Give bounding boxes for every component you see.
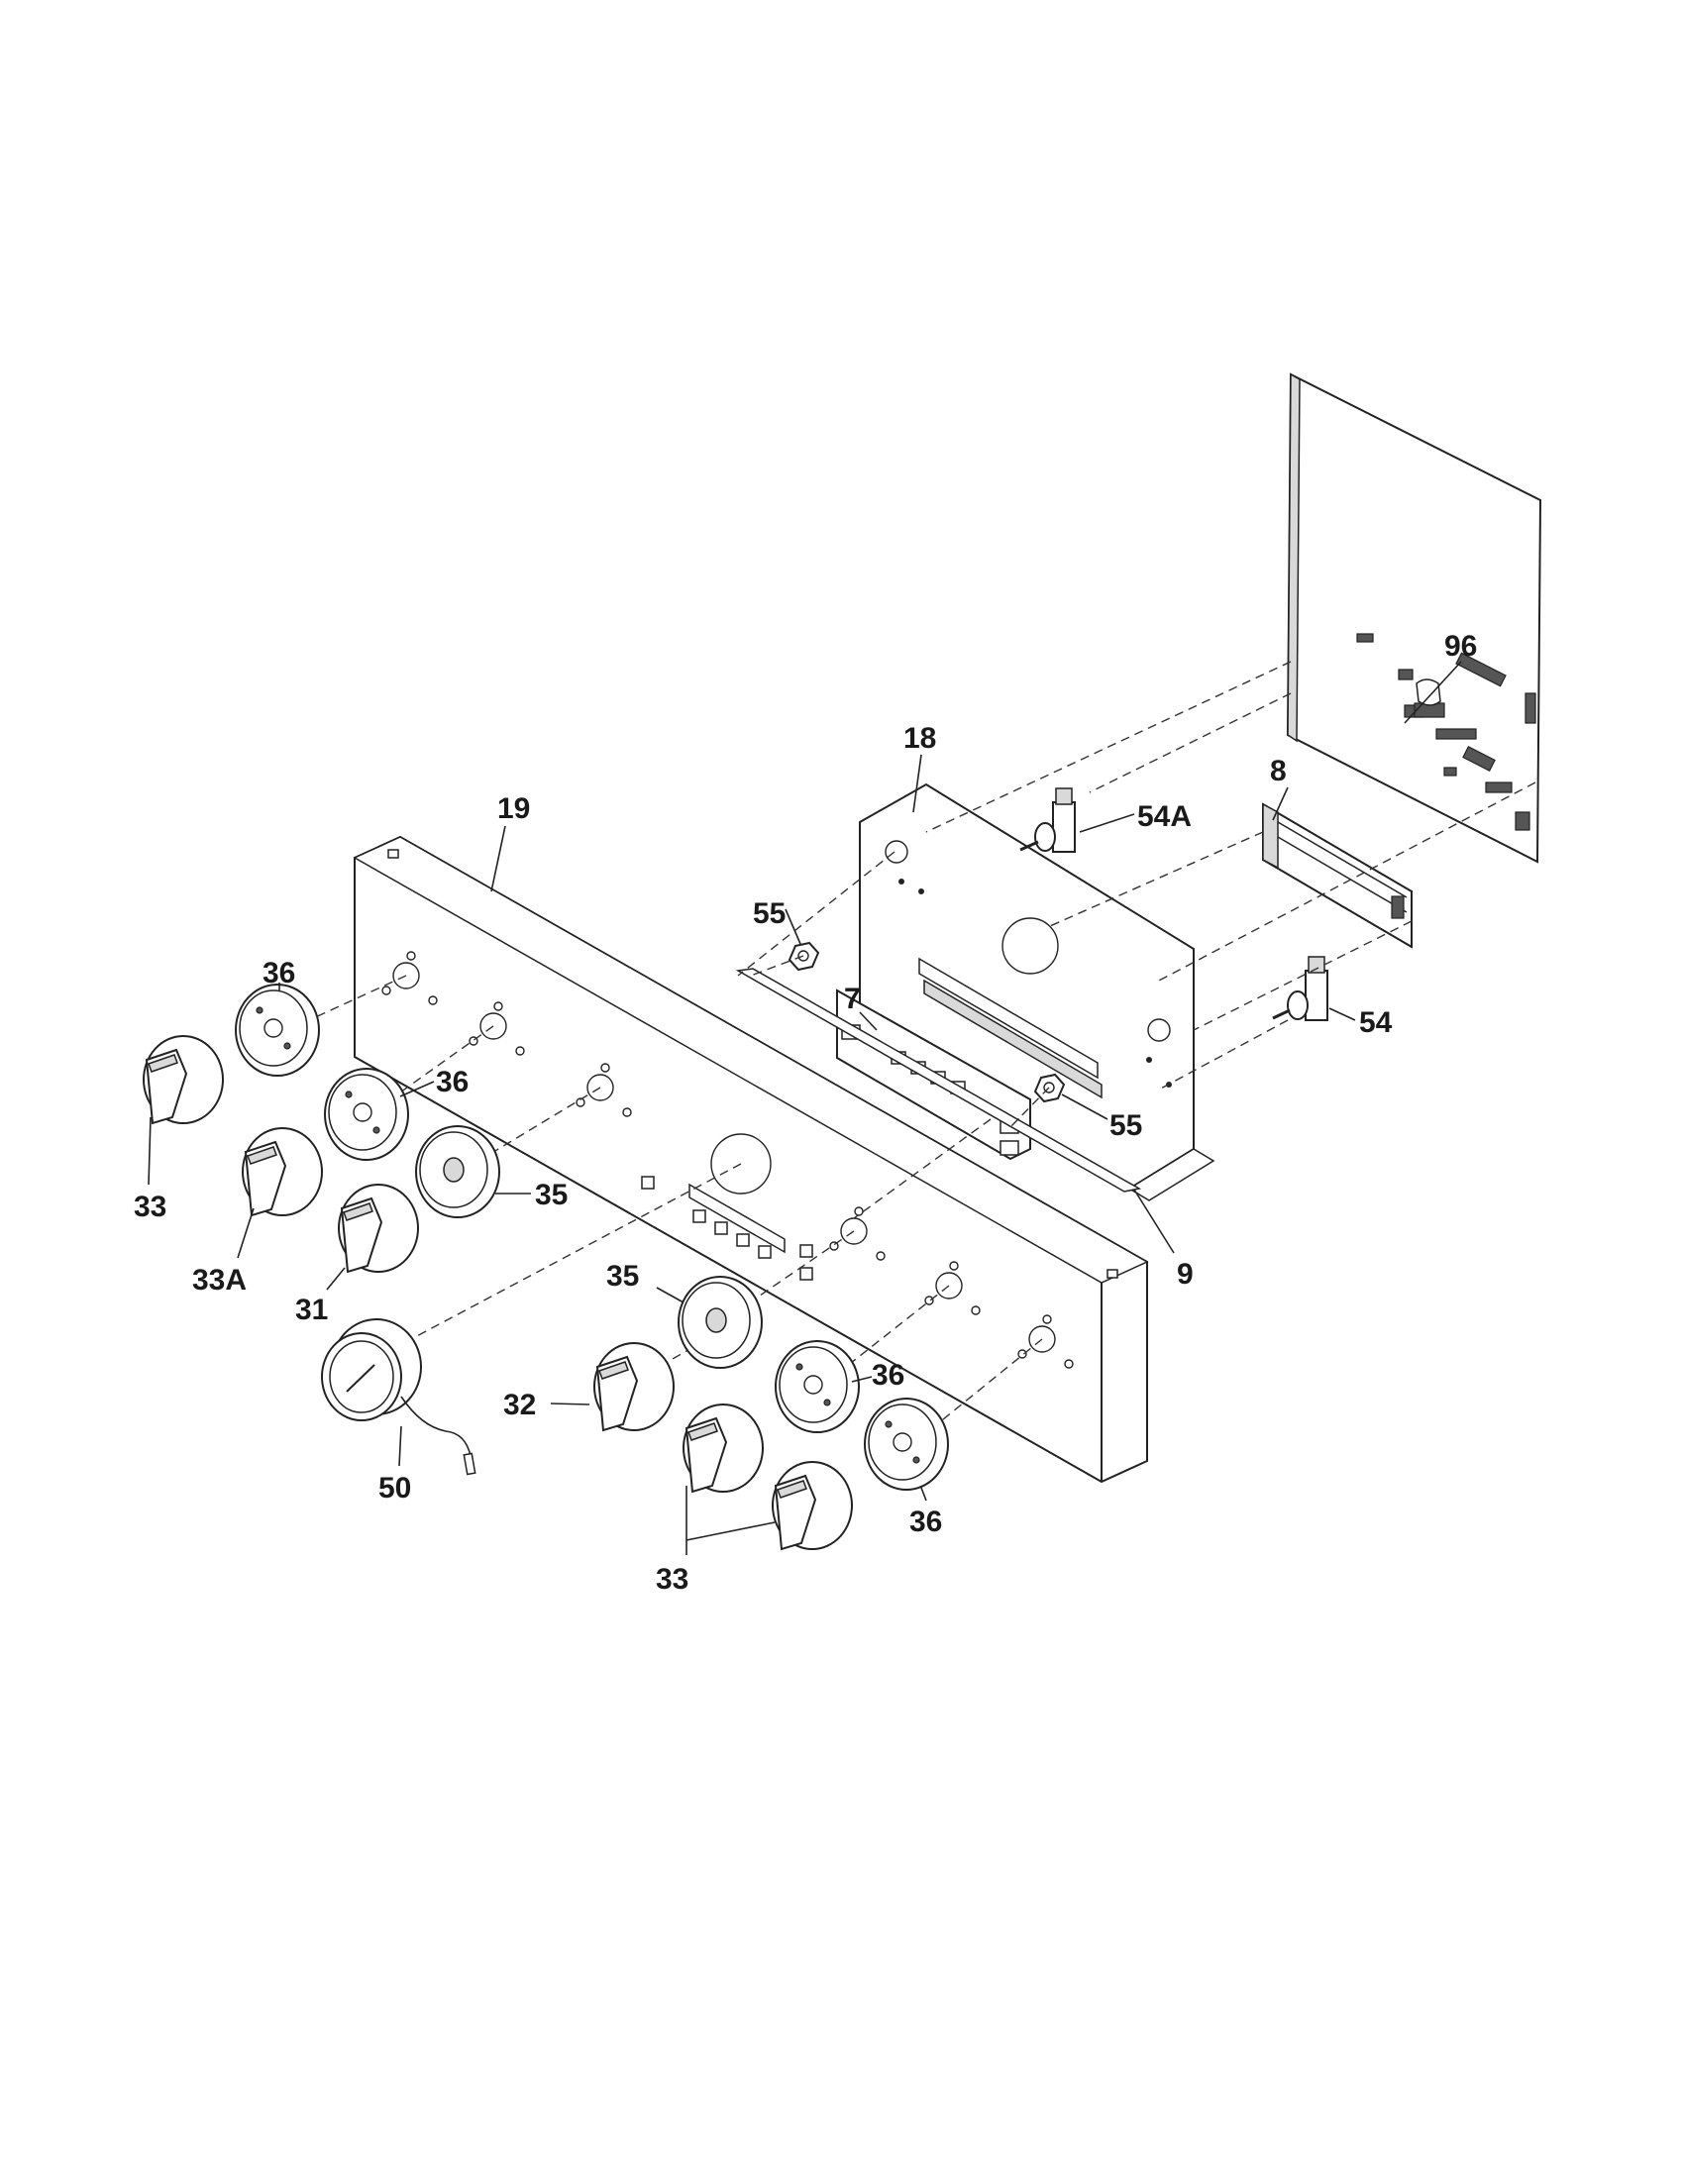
knob-32	[593, 1342, 675, 1432]
callout-35-a: 35	[535, 1179, 568, 1211]
nut-55-lower	[1033, 1073, 1066, 1103]
callout-33-a: 33	[134, 1191, 166, 1223]
knob-33-b	[683, 1404, 764, 1494]
callout-55-lower: 55	[1109, 1109, 1142, 1142]
callout-55-upper: 55	[753, 897, 786, 930]
nut-55-upper	[788, 941, 820, 972]
callout-18: 18	[903, 722, 936, 755]
knob-33-c	[772, 1461, 853, 1551]
knob-33A	[242, 1127, 323, 1217]
callout-7: 7	[844, 983, 861, 1015]
leader-lines	[148, 661, 1462, 1555]
callout-19: 19	[497, 792, 530, 825]
overlay-strip-9	[735, 968, 1142, 1193]
callout-36-b: 36	[436, 1066, 469, 1098]
callout-8: 8	[1270, 755, 1287, 787]
callout-labels: 96 18 8 54A 19 55 7 54 36 36 55 33 35 33…	[134, 630, 1477, 1596]
display-board-8	[1262, 802, 1413, 949]
switch-54A	[1019, 787, 1076, 853]
callout-32: 32	[503, 1389, 536, 1421]
callout-36-c: 36	[872, 1359, 904, 1392]
switch-54	[1272, 956, 1328, 1021]
callout-54: 54	[1359, 1006, 1393, 1039]
gauge-50	[321, 1318, 476, 1476]
bezel-36-c	[775, 1340, 860, 1433]
callout-35-b: 35	[606, 1260, 639, 1293]
callout-96: 96	[1444, 630, 1477, 663]
bezel-36-d	[864, 1398, 949, 1491]
callout-50: 50	[378, 1472, 411, 1505]
control-board-96	[1286, 372, 1542, 864]
knob-33-a	[143, 1035, 224, 1125]
bezel-36-b	[324, 1068, 409, 1161]
bezel-35-b	[678, 1276, 763, 1369]
control-panel-19	[353, 835, 1149, 1484]
callout-36-d: 36	[909, 1506, 942, 1538]
callout-9: 9	[1177, 1258, 1194, 1291]
callout-33-b: 33	[656, 1563, 688, 1596]
knob-31	[338, 1184, 419, 1274]
callout-54A: 54A	[1137, 800, 1192, 833]
callout-33A: 33A	[192, 1264, 247, 1297]
bezel-36-a	[235, 984, 320, 1077]
bezel-35-a	[415, 1125, 500, 1218]
callout-31: 31	[295, 1294, 328, 1326]
callout-36-a: 36	[263, 957, 295, 989]
assembly-lines	[286, 661, 1536, 1442]
